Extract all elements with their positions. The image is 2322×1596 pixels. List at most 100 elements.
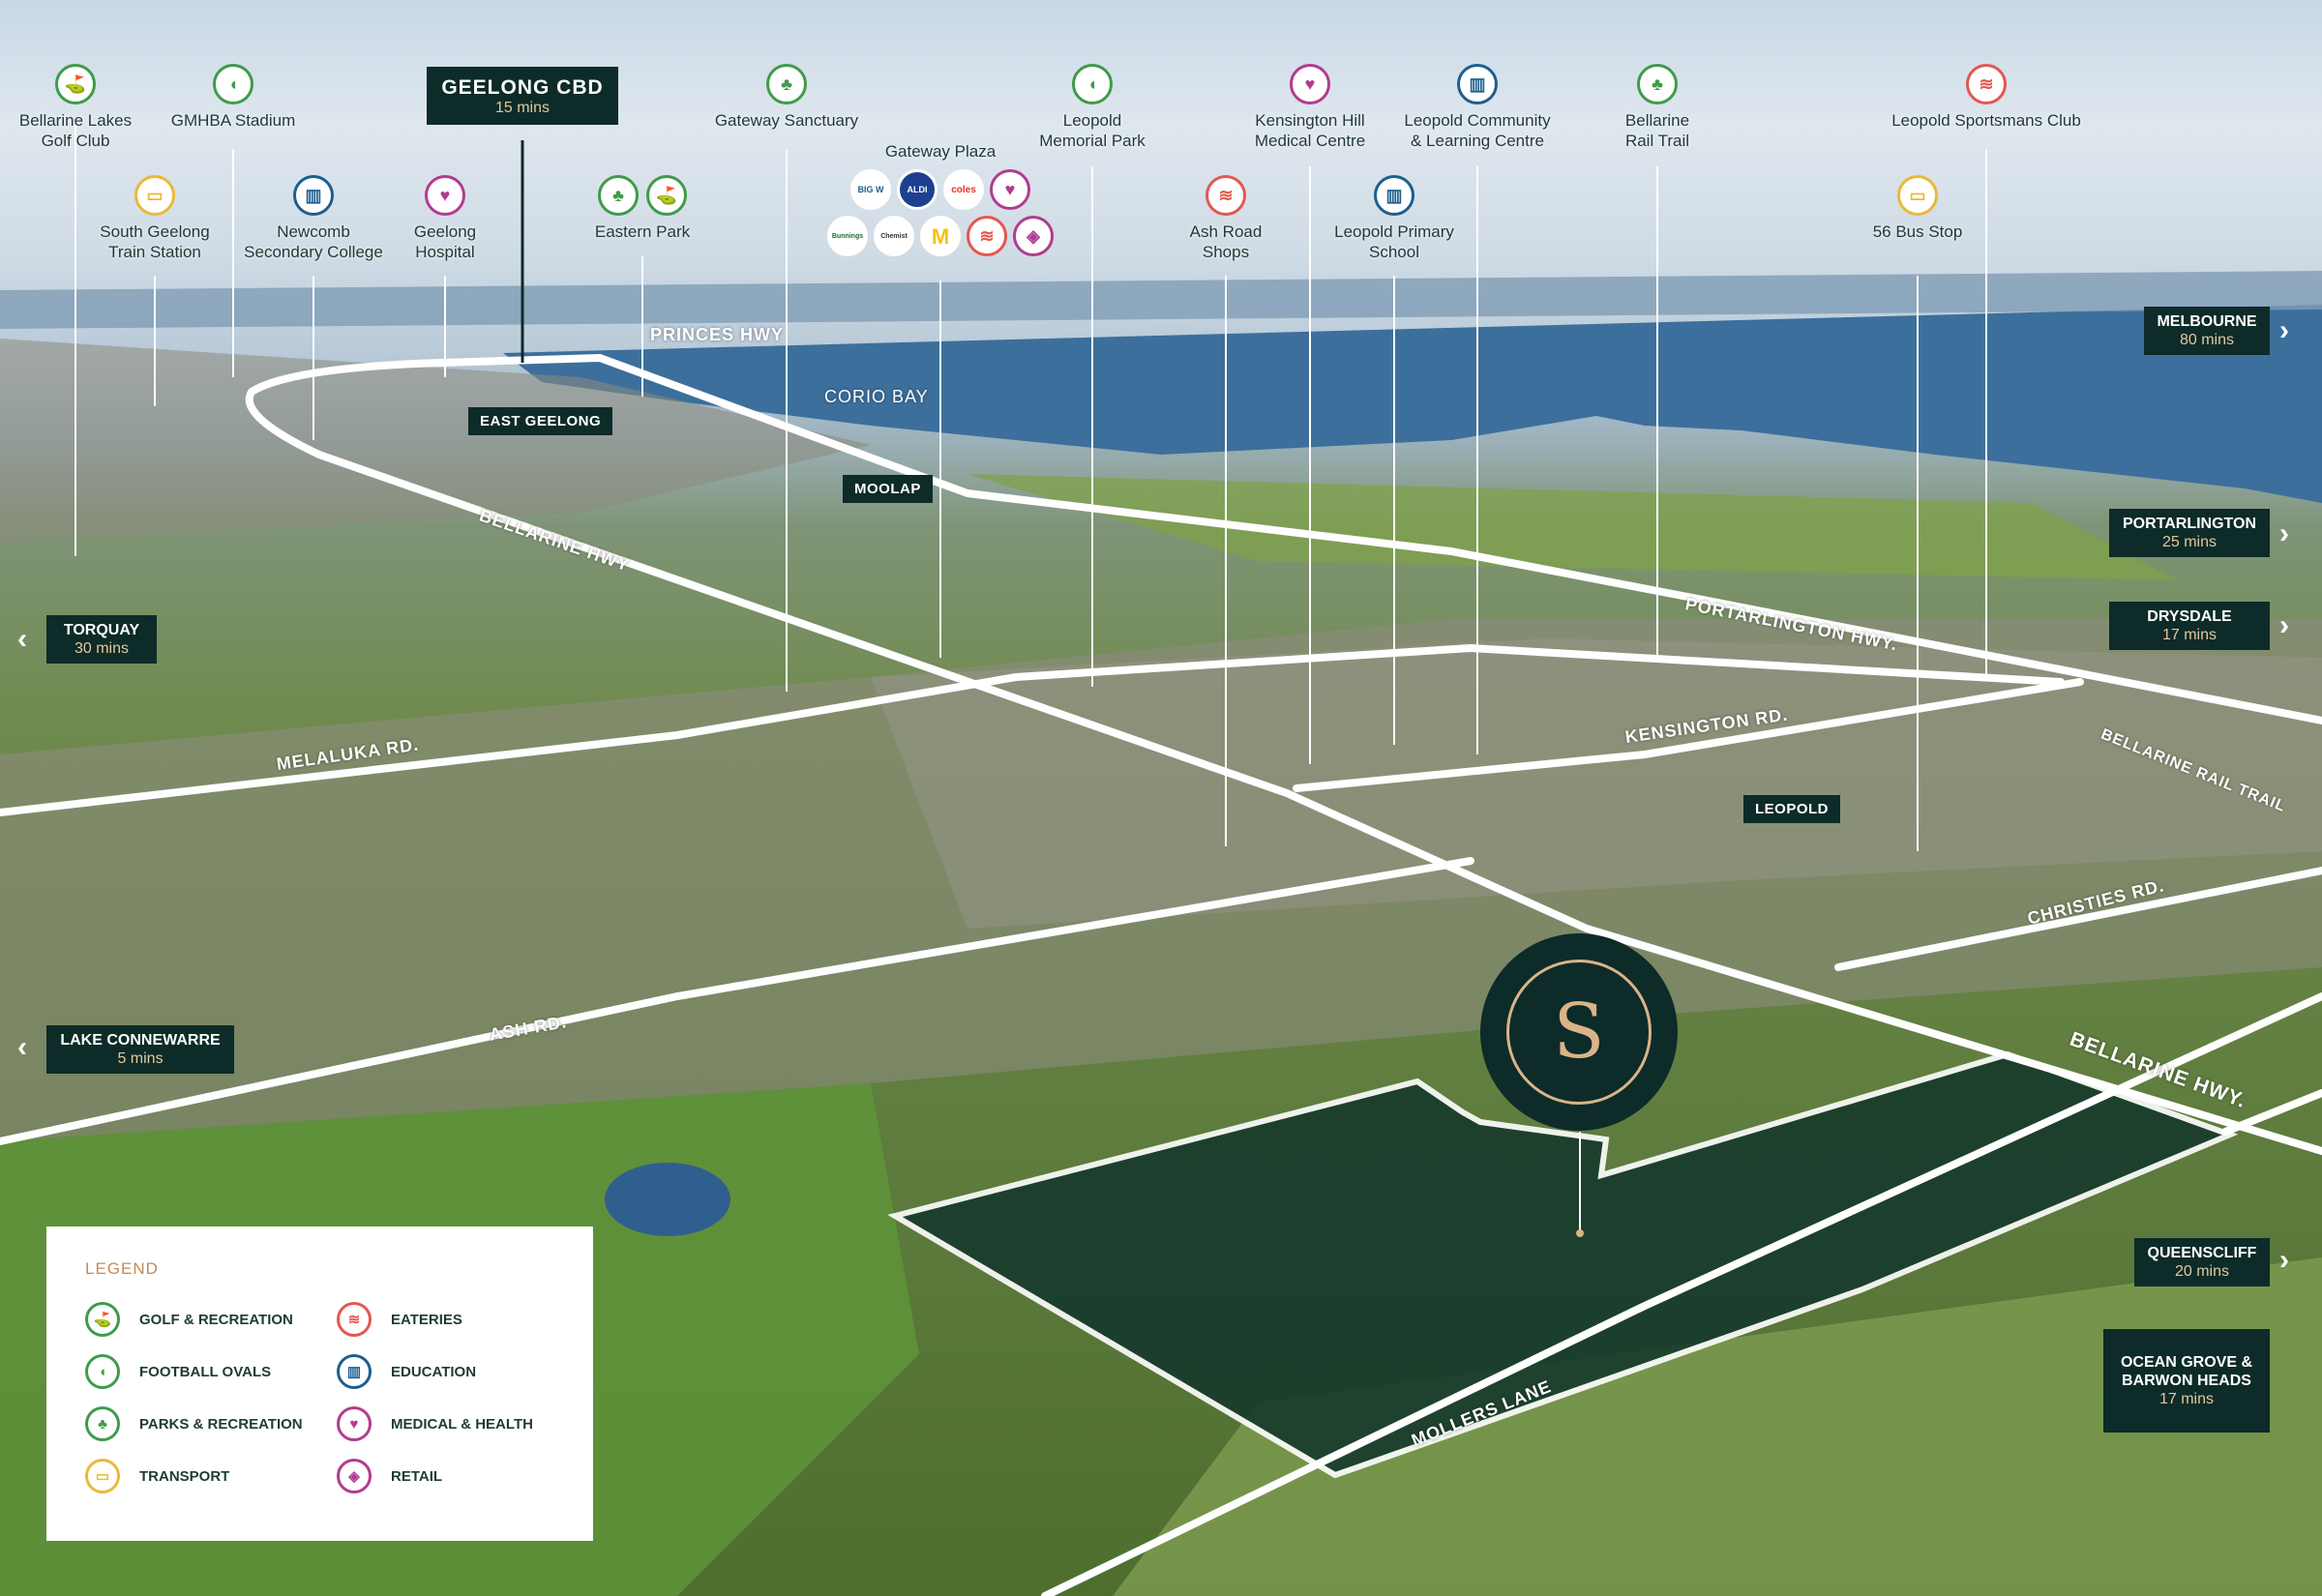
christies-rd-road xyxy=(1834,867,2322,971)
melaluka-rd-road xyxy=(0,643,2065,816)
legend-label: PARKS & RECREATION xyxy=(139,1415,303,1433)
golf-icon: ⛳ xyxy=(85,1302,120,1337)
dest-time: 17 mins xyxy=(2158,1391,2215,1407)
place-tag-east-geelong: EAST GEELONG xyxy=(468,407,613,435)
leopold-north-suburb xyxy=(871,638,2322,929)
roads xyxy=(0,353,2322,1596)
education-icon: ▥ xyxy=(337,1354,372,1389)
poi-bellarine-lakes: ⛳ Bellarine Lakes Golf Club xyxy=(0,64,192,151)
dest-time: 20 mins xyxy=(2174,1263,2230,1280)
poi-label: Leopold Memorial Park xyxy=(1039,111,1146,150)
kensington-rd-road xyxy=(1293,678,2084,792)
cbd-time: 15 mins xyxy=(494,100,551,116)
poi-label: Eastern Park xyxy=(594,222,691,241)
dest-name: LAKE CONNEWARRE xyxy=(60,1032,221,1049)
princes-hwy-road xyxy=(436,353,2322,724)
dest-name: MELBOURNE xyxy=(2157,313,2257,330)
medical-icon: ♥ xyxy=(1290,64,1330,104)
dest-name: DRYSDALE xyxy=(2147,608,2232,625)
map-legend: LEGEND ⛳ GOLF & RECREATION ≋EATERIES ◖FOO… xyxy=(46,1227,593,1541)
dest-time: 80 mins xyxy=(2179,332,2235,348)
chevron-right-icon: › xyxy=(2279,609,2289,641)
legend-item: ⛳ GOLF & RECREATION xyxy=(85,1302,337,1337)
dest-time: 5 mins xyxy=(117,1050,164,1067)
eateries-icon: ≋ xyxy=(1206,175,1246,216)
poi-kensington-hill-medical: ♥ Kensington Hill Medical Centre xyxy=(1194,64,1426,151)
coles-logo: coles xyxy=(943,169,984,210)
legend-label: EDUCATION xyxy=(391,1363,477,1380)
legend-item: ♣PARKS & RECREATION xyxy=(85,1406,337,1441)
dest-name: TORQUAY xyxy=(63,622,140,638)
label-corio-bay: CORIO BAY xyxy=(824,387,929,406)
plaza-brand-row-2: Bunnings Chemist M ≋ ◈ xyxy=(815,216,1066,256)
legend-label: MEDICAL & HEALTH xyxy=(391,1415,533,1433)
poi-label: Kensington Hill Medical Centre xyxy=(1254,111,1366,150)
medical-icon: ♥ xyxy=(990,169,1030,210)
legend-item: ≋EATERIES xyxy=(337,1302,569,1337)
poi-geelong-hospital: ♥ Geelong Hospital xyxy=(329,175,561,262)
education-icon: ▥ xyxy=(1374,175,1414,216)
poi-gmhba-stadium: ◖ GMHBA Stadium xyxy=(117,64,349,131)
poi-label: Leopold Community & Learning Centre xyxy=(1404,111,1551,150)
retail-icon: ◈ xyxy=(337,1459,372,1493)
paddock-north xyxy=(968,474,2177,580)
dest-name: OCEAN GROVE & BARWON HEADS xyxy=(2120,1354,2252,1389)
poi-newcomb-college: ▥ Newcomb Secondary College xyxy=(197,175,430,262)
chevron-left-icon: ‹ xyxy=(17,1031,27,1063)
poi-label: Ash Road Shops xyxy=(1189,222,1263,261)
chevron-left-icon: ‹ xyxy=(17,623,27,655)
dest-ocean-grove: OCEAN GROVE & BARWON HEADS 17 mins xyxy=(2103,1329,2270,1433)
football-icon: ◖ xyxy=(85,1354,120,1389)
plaza-brand-row-1: BIG W ALDI coles ♥ xyxy=(815,169,1066,210)
legend-label: GOLF & RECREATION xyxy=(139,1311,293,1328)
dest-drysdale: DRYSDALE 17 mins xyxy=(2109,602,2270,650)
dest-name: PORTARLINGTON xyxy=(2122,516,2257,532)
dest-time: 17 mins xyxy=(2161,627,2218,643)
legend-item: ♥MEDICAL & HEALTH xyxy=(337,1406,569,1441)
parks-icon: ♣ xyxy=(766,64,807,104)
poi-bellarine-rail-trail: ♣ Bellarine Rail Trail xyxy=(1541,64,1773,151)
legend-label: EATERIES xyxy=(391,1311,462,1328)
eateries-icon: ≋ xyxy=(1966,64,2007,104)
mcdonalds-logo: M xyxy=(920,216,961,256)
legend-title: LEGEND xyxy=(85,1259,159,1278)
lake xyxy=(605,1163,730,1236)
bellarine-hwy-road xyxy=(245,359,2322,1155)
retail-icon: ◈ xyxy=(1013,216,1054,256)
east-geelong-suburb xyxy=(0,339,871,542)
transport-icon: ▭ xyxy=(134,175,175,216)
parks-icon: ♣ xyxy=(1637,64,1678,104)
legend-label: RETAIL xyxy=(391,1467,443,1485)
east-hwy-road xyxy=(2221,1089,2322,1136)
chevron-right-icon: › xyxy=(2279,314,2289,346)
ash-rd-road xyxy=(0,857,1474,1145)
poi-label: Gateway Plaza xyxy=(884,142,997,161)
golf-icon: ⛳ xyxy=(646,175,687,216)
poi-gateway-sanctuary: ♣ Gateway Sanctuary xyxy=(670,64,903,131)
corio-bay-water xyxy=(503,305,2322,503)
poi-gateway-plaza: Gateway Plaza BIG W ALDI coles ♥ Bunning… xyxy=(815,141,1066,256)
poi-label: Leopold Sportsmans Club xyxy=(1891,111,2081,130)
chemist-logo: Chemist xyxy=(874,216,914,256)
poi-leopold-sportsmans-club: ≋ Leopold Sportsmans Club xyxy=(1851,64,2122,131)
development-logo-marker: S xyxy=(1480,933,1678,1131)
poi-ash-road-shops: ≋ Ash Road Shops xyxy=(1110,175,1342,262)
place-tag-moolap: MOOLAP xyxy=(843,475,933,503)
legend-item: ▥ EDUCATION xyxy=(337,1354,569,1389)
football-icon: ◖ xyxy=(1072,64,1113,104)
paddock-south-east xyxy=(1113,1257,2322,1596)
legend-item: ◖FOOTBALL OVALS xyxy=(85,1354,337,1389)
poi-label: Leopold Primary School xyxy=(1334,222,1454,261)
poi-label: Gateway Sanctuary xyxy=(714,111,859,130)
poi-label: Geelong Hospital xyxy=(413,222,477,261)
dest-torquay: TORQUAY 30 mins xyxy=(46,615,157,664)
eateries-icon: ≋ xyxy=(967,216,1007,256)
chevron-right-icon: › xyxy=(2279,517,2289,549)
poi-leopold-memorial-park: ◖ Leopold Memorial Park xyxy=(976,64,1208,151)
transport-icon: ▭ xyxy=(1897,175,1938,216)
poi-label: Newcomb Secondary College xyxy=(244,222,383,261)
poi-label: GMHBA Stadium xyxy=(170,111,296,130)
golf-icon: ⛳ xyxy=(55,64,96,104)
far-water xyxy=(0,271,2322,329)
